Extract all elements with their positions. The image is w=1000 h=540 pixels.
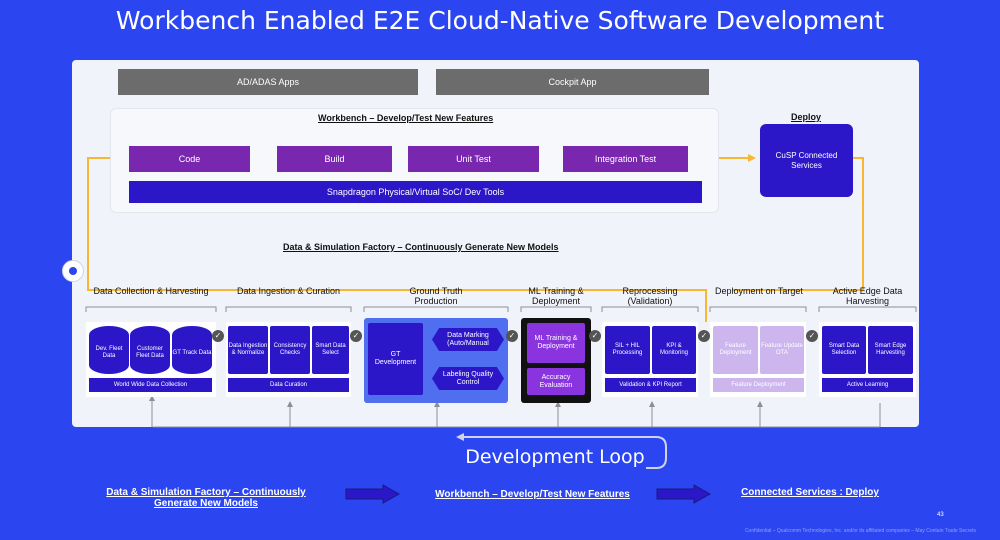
adas-apps-bar[interactable]: AD/ADAS Apps — [118, 69, 418, 95]
stage-title-deployment: Deployment on Target — [715, 286, 803, 296]
kpi-monitoring-box[interactable]: KPI & Monitoring — [652, 326, 696, 374]
bottom-workbench-link[interactable]: Workbench – Develop/Test New Features — [435, 489, 630, 500]
feature-deployment-box[interactable]: Feature Deployment — [713, 326, 758, 374]
sil-hil-processing-box[interactable]: SIL + HIL Processing — [605, 326, 650, 374]
stage-title-ingestion: Data Ingestion & Curation — [236, 286, 341, 296]
dev-fleet-data-cylinder[interactable]: Dev. Fleet Data — [89, 326, 129, 374]
loop-back-line — [87, 157, 707, 322]
unit-test-button[interactable]: Unit Test — [408, 146, 539, 172]
workbench-heading: Workbench – Develop/Test New Features — [318, 113, 494, 123]
data-curation-label: Data Curation — [228, 378, 349, 392]
stage-title-reprocessing: Reprocessing (Validation) — [622, 286, 678, 306]
gt-development-box[interactable]: GT Development — [368, 323, 423, 395]
customer-fleet-data-cylinder[interactable]: Customer Fleet Data — [130, 326, 170, 374]
smart-data-selection-box[interactable]: Smart Data Selection — [822, 326, 866, 374]
feedback-lines — [151, 397, 881, 428]
deploy-heading: Deploy — [791, 112, 822, 122]
cockpit-app-bar[interactable]: Cockpit App — [436, 69, 709, 95]
right-arrow-icon — [656, 484, 711, 504]
arrow-head — [748, 154, 756, 162]
checkmark-icon: ✓ — [212, 330, 224, 342]
world-wide-data-collection-label: World Wide Data Collection — [89, 378, 212, 392]
snapdragon-soc-bar[interactable]: Snapdragon Physical/Virtual SoC/ Dev Too… — [129, 181, 702, 203]
validation-kpi-report-label: Validation & KPI Report — [605, 378, 696, 392]
development-loop-arrow — [456, 433, 667, 469]
build-button[interactable]: Build — [277, 146, 392, 172]
code-button[interactable]: Code — [129, 146, 250, 172]
stage-title-edge-harvesting: Active Edge Data Harvesting — [832, 286, 903, 306]
accuracy-evaluation-box[interactable]: Accuracy Evaluation — [527, 368, 585, 395]
checkmark-icon: ✓ — [506, 330, 518, 342]
consistency-checks-box[interactable]: Consistency Checks — [270, 326, 310, 374]
stage-title-ml-training: ML Training & Deployment — [528, 286, 584, 306]
feature-deployment-label: Feature Deployment — [713, 378, 804, 392]
page-number: 43 — [937, 512, 944, 518]
bottom-services-link[interactable]: Connected Services : Deploy — [741, 487, 879, 498]
page-title: Workbench Enabled E2E Cloud-Native Softw… — [115, 6, 885, 35]
ml-training-box[interactable]: ML Training & Deployment — [527, 323, 585, 363]
gt-track-data-cylinder[interactable]: GT Track Data — [172, 326, 212, 374]
stage-title-collection: Data Collection & Harvesting — [93, 286, 209, 296]
stage-title-ground-truth: Ground Truth Production — [409, 286, 463, 306]
checkmark-icon: ✓ — [350, 330, 362, 342]
smart-data-select-box[interactable]: Smart Data Select — [312, 326, 349, 374]
checkmark-icon: ✓ — [806, 330, 818, 342]
feature-update-ota-box[interactable]: Feature Update OTA — [760, 326, 804, 374]
confidential-notice: Confidential – Qualcomm Technologies, In… — [744, 528, 976, 534]
right-arrow-icon — [345, 484, 400, 504]
labeling-quality-control-box[interactable]: Labeling Quality Control — [432, 367, 504, 390]
bottom-factory-link[interactable]: Data & Simulation Factory – Continuously… — [106, 487, 306, 509]
data-marking-box[interactable]: Data Marking (Auto/Manual — [432, 328, 504, 351]
smart-edge-harvesting-box[interactable]: Smart Edge Harvesting — [868, 326, 913, 374]
integration-test-button[interactable]: Integration Test — [563, 146, 688, 172]
data-ingestion-box[interactable]: Data Ingestion & Normalize — [228, 326, 268, 374]
development-loop-label: Development Loop — [465, 446, 645, 468]
checkmark-icon: ✓ — [589, 330, 601, 342]
factory-heading: Data & Simulation Factory – Continuously… — [283, 242, 559, 252]
cusp-services-box[interactable]: CuSP Connected Services — [760, 124, 853, 197]
active-learning-label: Active Learning — [822, 378, 913, 392]
loop-marker-icon — [62, 260, 84, 282]
checkmark-icon: ✓ — [698, 330, 710, 342]
